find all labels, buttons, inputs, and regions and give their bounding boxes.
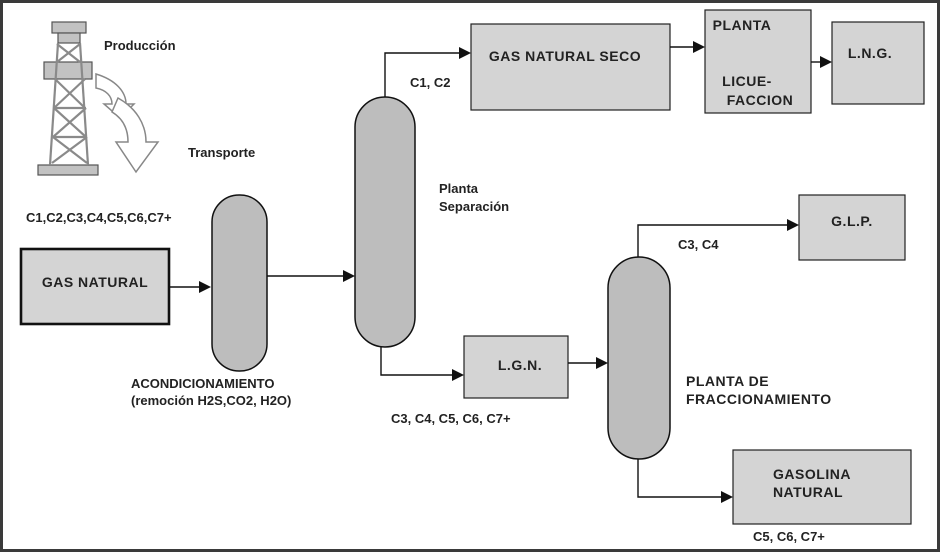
feed-components-label: C1,C2,C3,C4,C5,C6,C7+ [26,210,172,225]
flow-liquefaction-to-lng [811,56,832,68]
natural-gasoline-box [732,449,912,525]
flow-fractionation-to-glp [637,219,799,257]
lgn-box [463,335,569,399]
liquefaction-plant-line3: FACCION [727,92,794,108]
lng-label: L.N.G. [848,45,892,61]
flow-lgn-to-fractionation [568,357,608,369]
separation-vessel [354,96,416,348]
glp-box [798,194,906,261]
liquefaction-plant-line1: PLANTA [713,17,772,33]
dry-gas-box [470,23,671,111]
gas-natural-box [19,247,171,326]
liquefaction-plant-line2: LICUE- [722,73,772,89]
glp-stream-label: C3, C4 [678,237,719,252]
conditioning-subtitle: (remoción H2S,CO2, H2O) [131,393,291,408]
production-label: Producción [104,38,176,53]
lng-box [831,21,925,105]
dry-gas-stream-label: C1, C2 [410,75,450,90]
flow-fractionation-to-gasoline [637,459,733,503]
transport-label: Transporte [188,145,255,160]
fractionation-plant-line1: PLANTA DE [686,373,769,389]
lgn-stream-label: C3, C4, C5, C6, C7+ [391,411,511,426]
fractionation-vessel [607,256,671,460]
natural-gasoline-line2: NATURAL [773,484,843,500]
oil-derrick-icon [37,21,99,176]
conditioning-title: ACONDICIONAMIENTO [131,376,274,391]
flow-gas-to-conditioning [169,281,211,293]
fractionation-plant-line2: FRACCIONAMIENTO [686,391,832,407]
natural-gasoline-line1: GASOLINA [773,466,851,482]
separation-plant-line1: Planta [439,181,479,196]
transport-arrow-icon [95,72,160,174]
separation-plant-line2: Separación [439,199,509,214]
flow-conditioning-to-separation [267,270,355,282]
dry-gas-label: GAS NATURAL SECO [489,48,641,64]
natural-gasoline-stream-label: C5, C6, C7+ [753,529,825,544]
flow-separation-to-lgn [380,347,464,381]
conditioning-vessel [211,194,268,372]
flow-dry-gas-to-liquefaction [670,41,705,53]
flow-separation-to-dry-gas [384,47,471,97]
liquefaction-plant-box [704,9,812,114]
gas-natural-label: GAS NATURAL [42,274,148,290]
glp-label: G.L.P. [831,213,873,229]
lgn-label: L.G.N. [498,357,542,373]
